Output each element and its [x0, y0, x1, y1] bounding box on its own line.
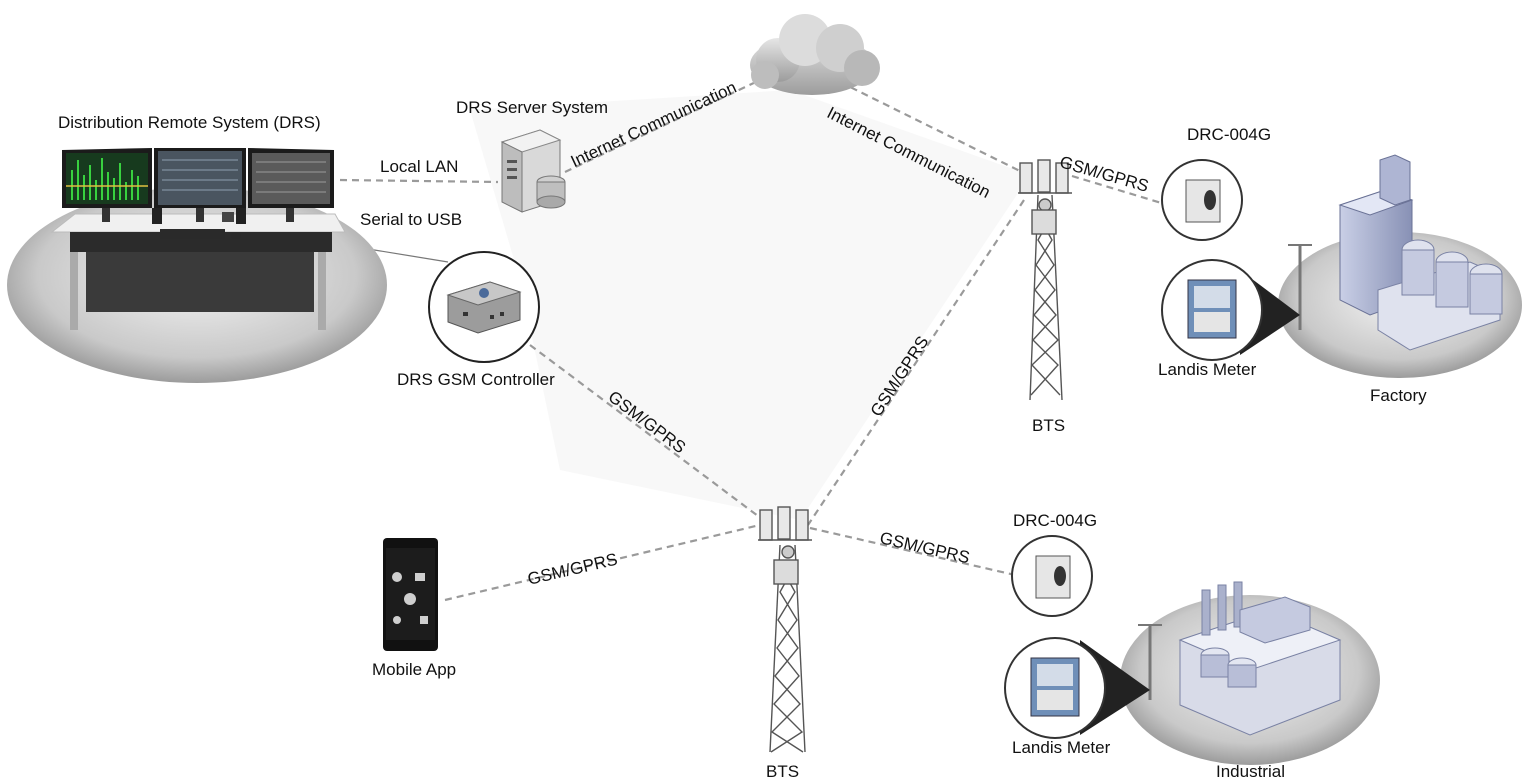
- link-gsm-mobile-bts: [444, 523, 761, 602]
- local-lan-label: Local LAN: [380, 157, 459, 176]
- drc-top-label: DRC-004G: [1187, 125, 1272, 144]
- drs-workstation: [7, 148, 387, 383]
- monitors: [62, 148, 334, 224]
- drs-server-label: DRS Server System: [456, 98, 609, 117]
- factory-label: Factory: [1370, 386, 1427, 405]
- drc-bottom-label: DRC-004G: [1013, 511, 1098, 530]
- industrial-building-icon: [1138, 581, 1342, 736]
- bts-tower-top: [1018, 159, 1072, 401]
- gsm-controller-label: DRS GSM Controller: [397, 370, 555, 389]
- serial-usb-label: Serial to USB: [360, 210, 463, 229]
- mobile-phone-icon: [383, 538, 438, 651]
- industrial-site: [1004, 535, 1380, 765]
- landis-top-label: Landis Meter: [1158, 360, 1257, 379]
- bts-top-label: BTS: [1032, 416, 1066, 435]
- link-gsm-controller-bts: [529, 344, 771, 526]
- link-gsm-bts-drc-top: [1071, 174, 1169, 207]
- link-local-lan: [339, 178, 499, 184]
- link-gsm-bts-bts: [807, 199, 1025, 526]
- factory-site: [1161, 154, 1522, 378]
- drs-label: Distribution Remote System (DRS): [58, 113, 321, 132]
- landis-bottom-label: Landis Meter: [1012, 738, 1111, 757]
- mouse: [231, 233, 241, 239]
- cloud-icon: [750, 14, 880, 95]
- industrial-label: Industrial: [1216, 762, 1285, 781]
- bts-tower-bottom: [758, 506, 812, 753]
- bts-bottom-label: BTS: [766, 762, 800, 781]
- background-shadow: [470, 90, 1030, 520]
- mobile-app-label: Mobile App: [372, 660, 457, 679]
- server-icon: [500, 129, 566, 213]
- keyboard: [160, 229, 225, 239]
- factory-building-icon: [1288, 154, 1503, 351]
- gsm-controller-icon: [428, 251, 540, 363]
